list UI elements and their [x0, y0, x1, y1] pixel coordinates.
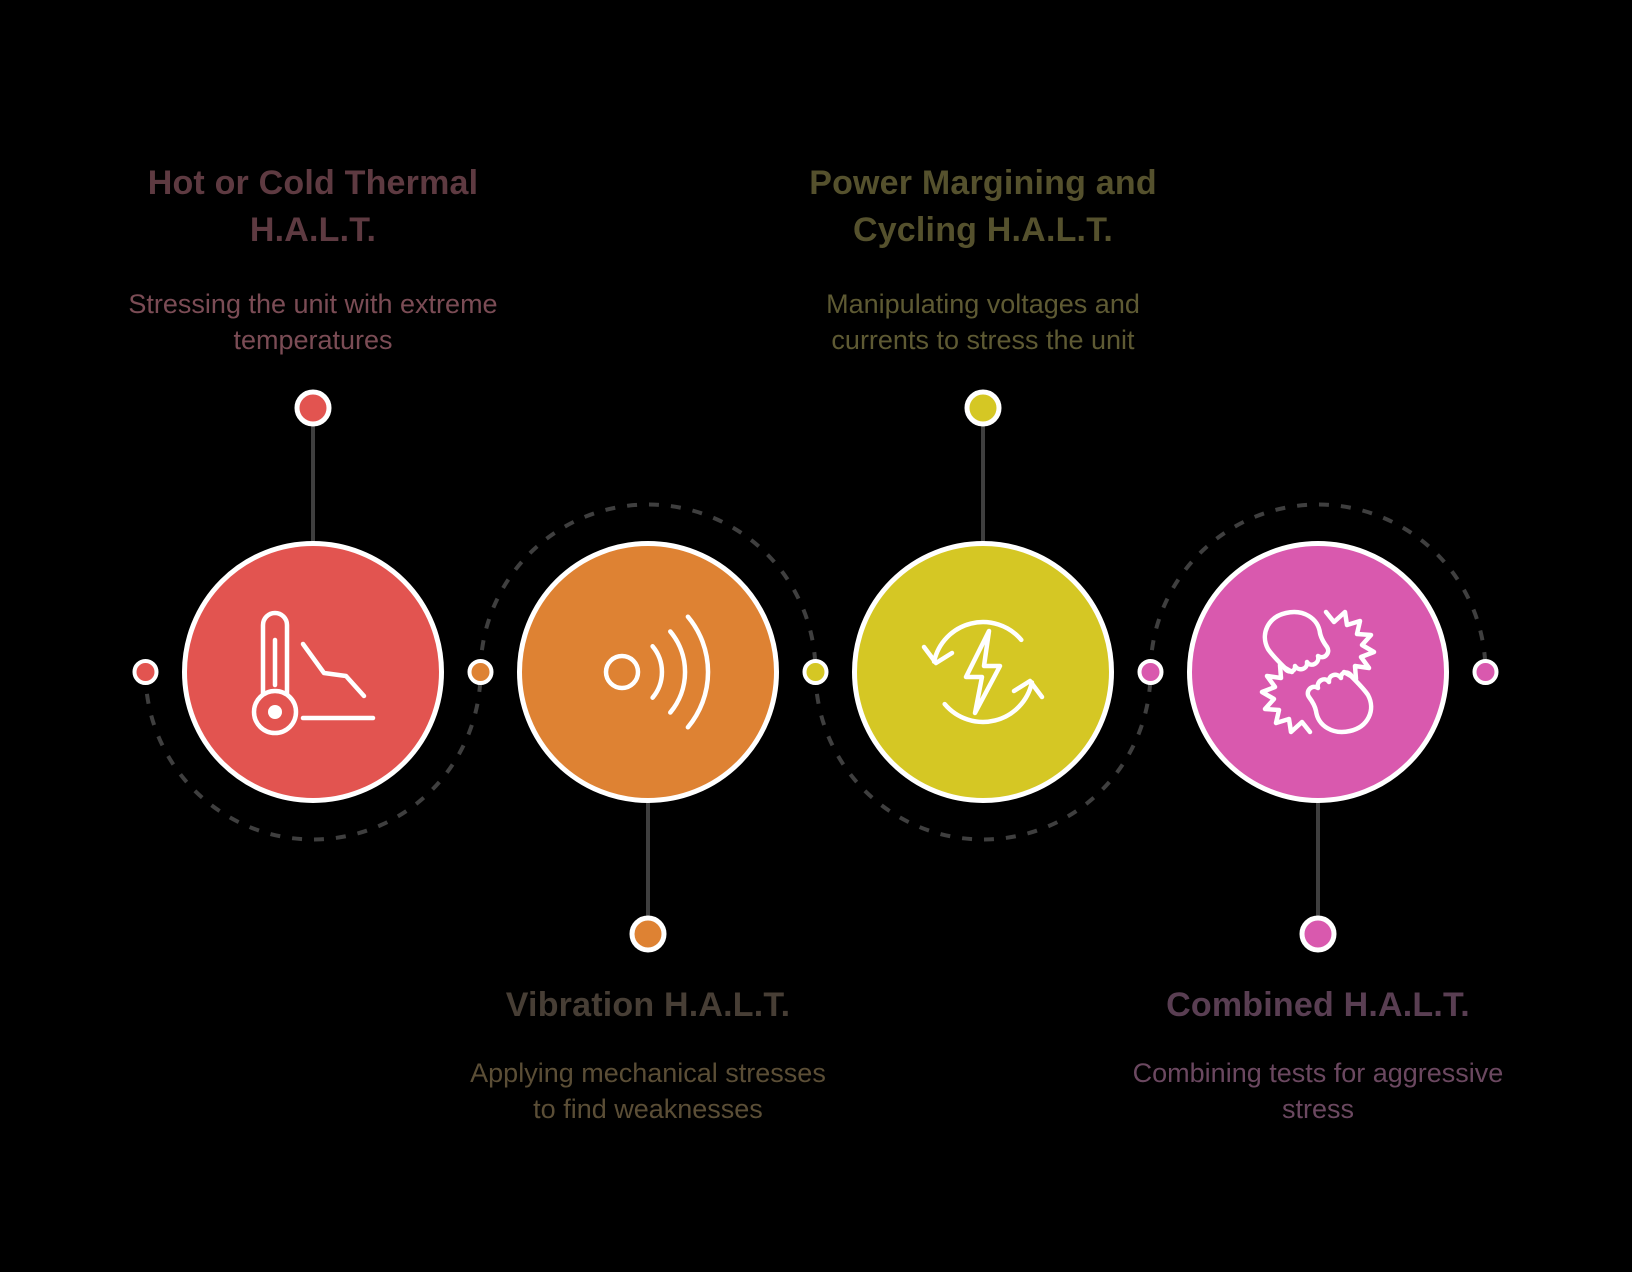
node-circle-thermal: [182, 541, 444, 803]
section-title-combined: Combined H.A.L.T.: [1166, 986, 1470, 1024]
rail-dot-power-combined: [1137, 659, 1164, 685]
stem-dot-power: [964, 389, 1002, 427]
section-label-thermal: Hot or Cold Thermal H.A.L.T. Stressing t…: [53, 160, 573, 358]
section-description-thermal: Stressing the unit with extreme temperat…: [128, 289, 498, 355]
rail-dot-vibration-power: [802, 659, 829, 685]
combined-fists-icon: [1262, 609, 1377, 732]
rail-dot-left: [132, 659, 159, 685]
section-description-power: Manipulating voltages and currents to st…: [826, 289, 1140, 355]
section-title-power: Power Margining and Cycling H.A.L.T.: [809, 164, 1157, 249]
node-circle-power: [852, 541, 1114, 803]
orbit-arc-power: [813, 671, 1153, 842]
orbit-arc-combined: [1148, 502, 1488, 673]
orbit-arc-thermal: [143, 671, 483, 842]
node-circle-combined: [1187, 541, 1449, 803]
orbit-arc-vibration: [478, 502, 818, 673]
section-title-thermal: Hot or Cold Thermal H.A.L.T.: [147, 164, 479, 249]
thermometer-falling-icon: [251, 610, 376, 736]
stem-dot-vibration: [629, 915, 667, 953]
section-label-power: Power Margining and Cycling H.A.L.T. Man…: [723, 160, 1243, 358]
node-circle-vibration: [517, 541, 779, 803]
section-title-vibration: Vibration H.A.L.T.: [505, 986, 791, 1024]
rail-dot-thermal-vibration: [467, 659, 494, 685]
rail-dot-right: [1472, 659, 1499, 685]
power-cycle-icon: [921, 619, 1045, 725]
section-label-vibration: Vibration H.A.L.T. Applying mechanical s…: [388, 982, 908, 1127]
vibration-waves-icon: [603, 614, 711, 730]
stem-dot-combined: [1299, 915, 1337, 953]
section-label-combined: Combined H.A.L.T. Combining tests for ag…: [1058, 982, 1578, 1127]
section-description-vibration: Applying mechanical stresses to find wea…: [470, 1058, 826, 1124]
stem-dot-thermal: [294, 389, 332, 427]
section-description-combined: Combining tests for aggressive stress: [1132, 1058, 1504, 1124]
